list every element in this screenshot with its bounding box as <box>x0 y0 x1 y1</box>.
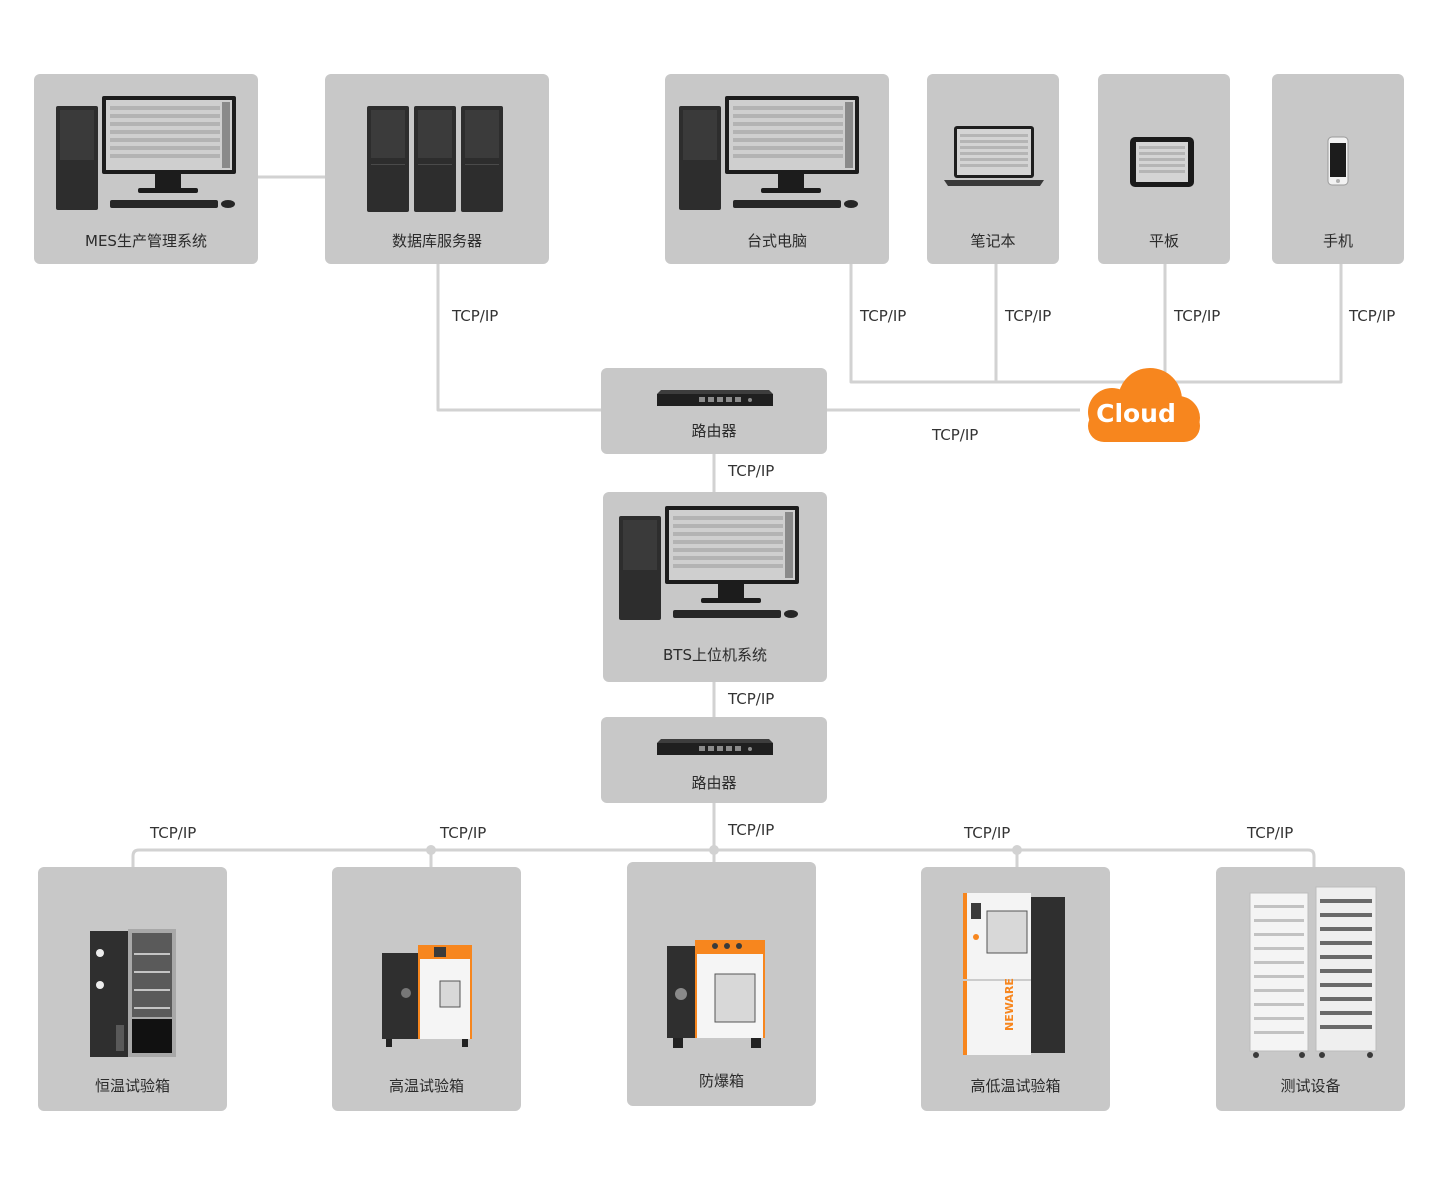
high-low-temp-label: 高低温试验箱 <box>970 1077 1061 1095</box>
desktop-pc-icon <box>619 506 799 620</box>
desktop-label: 台式电脑 <box>746 232 807 250</box>
protocol-laptop-cloud: TCP/IP <box>1005 307 1052 325</box>
laptop-icon <box>944 126 1044 186</box>
protocol-bus-1: TCP/IP <box>150 824 197 842</box>
protocol-bus-4: TCP/IP <box>964 824 1011 842</box>
wire-device-bus <box>131 848 1316 867</box>
high-low-temp-card[interactable]: NEWARE 高低温试验箱 <box>921 867 1110 1111</box>
test-equipment-card[interactable]: 测试设备 <box>1216 867 1405 1111</box>
protocol-phone-cloud: TCP/IP <box>1349 307 1396 325</box>
battery-tester-rack-icon <box>1249 886 1377 1058</box>
protocol-bts-router: TCP/IP <box>728 690 775 708</box>
protocol-bus-5: TCP/IP <box>1247 824 1294 842</box>
bus-node-3 <box>709 845 719 855</box>
protocol-db-router: TCP/IP <box>452 307 499 325</box>
bus-node-2 <box>426 845 436 855</box>
router-icon <box>657 739 773 755</box>
explosion-proof-card[interactable]: 防爆箱 <box>627 862 816 1106</box>
router-top-label: 路由器 <box>691 422 737 440</box>
desktop-pc-icon <box>679 96 859 210</box>
bts-card[interactable]: BTS上位机系统 <box>603 492 827 682</box>
high-temp-label: 高温试验箱 <box>388 1077 464 1095</box>
db-server-label: 数据库服务器 <box>391 232 482 250</box>
glass-door-chamber-icon <box>90 929 176 1057</box>
high-temp-card[interactable]: 高温试验箱 <box>332 867 521 1111</box>
explosion-proof-box-icon <box>667 940 765 1048</box>
router-icon <box>657 390 773 406</box>
protocol-bus-center: TCP/IP <box>728 821 775 839</box>
router-top-card[interactable]: 路由器 <box>601 368 827 454</box>
test-equipment-label: 测试设备 <box>1280 1077 1341 1095</box>
wire-clients-bus <box>849 264 1343 384</box>
protocol-router-bts: TCP/IP <box>728 462 775 480</box>
explosion-proof-label: 防爆箱 <box>698 1072 744 1090</box>
bus-node-4 <box>1012 845 1022 855</box>
tablet-icon <box>1130 137 1194 187</box>
mes-label: MES生产管理系统 <box>85 232 207 250</box>
constant-temp-card[interactable]: 恒温试验箱 <box>38 867 227 1111</box>
cloud-label: Cloud <box>1096 399 1176 428</box>
tablet-label: 平板 <box>1148 232 1179 250</box>
router-bottom-label: 路由器 <box>691 774 737 792</box>
desktop-card[interactable]: 台式电脑 <box>665 74 889 264</box>
phone-icon <box>1327 136 1349 186</box>
db-server-card[interactable]: 数据库服务器 <box>325 74 549 264</box>
protocol-desktop-cloud: TCP/IP <box>860 307 907 325</box>
brand-label: NEWARE <box>1003 978 1016 1031</box>
protocol-bus-2: TCP/IP <box>440 824 487 842</box>
tablet-card[interactable]: 平板 <box>1098 74 1230 264</box>
phone-label: 手机 <box>1322 232 1353 250</box>
constant-temp-label: 恒温试验箱 <box>94 1077 170 1095</box>
laptop-label: 笔记本 <box>970 232 1016 250</box>
oven-chamber-icon <box>382 945 472 1047</box>
mes-card[interactable]: MES生产管理系统 <box>34 74 258 264</box>
desktop-pc-icon <box>56 96 236 210</box>
protocol-tablet-cloud: TCP/IP <box>1174 307 1221 325</box>
cloud-icon[interactable]: Cloud <box>1070 366 1202 444</box>
server-tower-icon <box>367 106 503 212</box>
phone-card[interactable]: 手机 <box>1272 74 1404 264</box>
climate-chamber-icon: NEWARE <box>963 893 1065 1055</box>
wire-db-router <box>436 264 601 412</box>
router-bottom-card[interactable]: 路由器 <box>601 717 827 803</box>
protocol-router-cloud: TCP/IP <box>932 426 979 444</box>
laptop-card[interactable]: 笔记本 <box>927 74 1059 264</box>
bts-label: BTS上位机系统 <box>663 646 767 664</box>
